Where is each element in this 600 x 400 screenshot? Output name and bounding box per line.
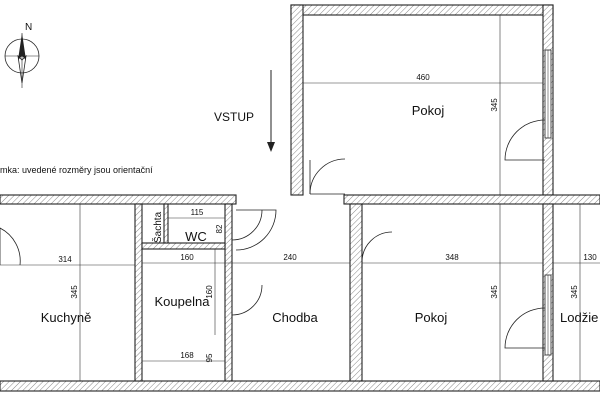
compass-north-icon	[4, 33, 40, 88]
room-chodba: Chodba	[272, 310, 318, 325]
dim-pokoj-bottom-width: 348	[445, 253, 459, 262]
compass-label: N	[25, 22, 32, 33]
room-pokoj-top: Pokoj	[412, 103, 445, 118]
room-koupelna: Koupelna	[155, 294, 211, 309]
room-lodzie: Lodžie	[560, 310, 598, 325]
dim-kuchyne-width: 314	[58, 255, 72, 264]
bottom-walls	[0, 194, 600, 392]
entrance-label: VSTUP	[214, 110, 254, 124]
top-room-walls	[290, 4, 554, 196]
dim-koupelna-height: 160	[205, 285, 214, 299]
dim-lodzie-height: 345	[570, 285, 579, 299]
room-sachta: Šachta	[151, 211, 164, 243]
dim-koupelna-width-bottom: 168	[180, 351, 194, 360]
windows	[544, 49, 552, 356]
dim-wc-width: 115	[191, 208, 204, 217]
room-wc: WC	[185, 229, 207, 244]
dimension-lines	[0, 15, 600, 381]
dim-wc-height: 82	[215, 224, 224, 233]
dim-koupelna-width-top: 160	[180, 253, 194, 262]
arrow-down-icon	[267, 70, 275, 152]
dim-pokoj-top-height: 345	[490, 98, 499, 112]
dim-pokoj-top-width: 460	[416, 73, 430, 82]
dim-chodba-width: 240	[283, 253, 297, 262]
room-kuchyne: Kuchyně	[41, 310, 92, 325]
dim-lodzie-width: 130	[583, 253, 597, 262]
doors	[0, 119, 546, 349]
dim-koupelna-side: 95	[205, 353, 214, 362]
dim-kuchyne-height: 345	[70, 285, 79, 299]
room-pokoj-bottom: Pokoj	[415, 310, 448, 325]
dim-pokoj-bottom-height: 345	[490, 285, 499, 299]
dimensions-note: mka: uvedené rozměry jsou orientační	[0, 165, 153, 175]
